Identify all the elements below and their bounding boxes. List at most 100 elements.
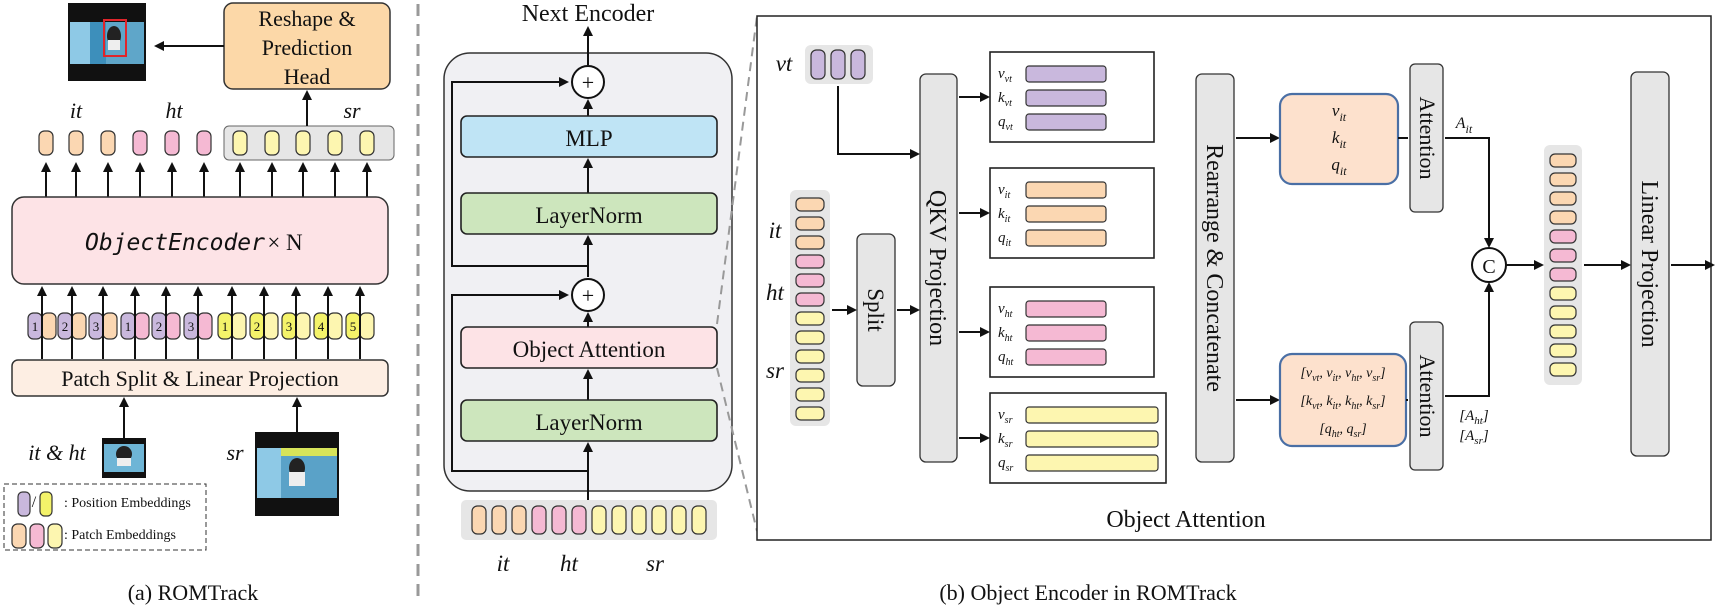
- output-token: [164, 130, 180, 156]
- output-token: [232, 130, 248, 156]
- object-attention-title: Object Attention: [1106, 507, 1265, 533]
- input-label-itht: it & ht: [28, 440, 86, 465]
- output-token: [38, 130, 54, 156]
- vt-token: [830, 49, 846, 80]
- qkv-bar: [1025, 229, 1107, 247]
- attention-bottom-label: Attention: [1415, 354, 1440, 437]
- qkv-projection-label: QKV Projection: [924, 190, 950, 346]
- residual-bottom: [451, 290, 588, 472]
- stacked-token: [795, 216, 825, 231]
- output-image: [68, 3, 146, 81]
- next-encoder-label: Next Encoder: [522, 1, 655, 27]
- qkv-letter-q: qit: [998, 230, 1011, 249]
- qkv-letter-v: vit: [998, 182, 1010, 201]
- qkv-letter-v: vsr: [998, 407, 1013, 426]
- head-label-line2: Prediction: [262, 35, 352, 60]
- patch-embedding: [134, 312, 150, 340]
- legend-yellow: [39, 491, 53, 517]
- plus-top-label: +: [582, 70, 594, 95]
- qkv-bar: [1025, 65, 1107, 83]
- plus-bottom-label: +: [582, 283, 594, 308]
- c-label-sr: sr: [766, 358, 785, 383]
- legend-token-swatches: [11, 491, 63, 549]
- object-encoder-times: × N: [267, 230, 303, 255]
- vt-to-qkv: [837, 86, 920, 159]
- caption-a: (a) ROMTrack: [128, 580, 259, 605]
- zoom-line-bottom: [716, 367, 758, 532]
- position-number: 4: [318, 319, 325, 334]
- split-box: [856, 233, 896, 387]
- position-number: 1: [32, 319, 39, 334]
- qkv-projection-box: [919, 73, 958, 463]
- output-token: [1549, 343, 1577, 358]
- position-number: 2: [254, 319, 261, 334]
- bottom-token: [671, 505, 687, 535]
- stacked-token: [795, 311, 825, 326]
- patch-embedding: [231, 312, 247, 340]
- stacked-token: [795, 387, 825, 402]
- bottom-token: [491, 505, 507, 535]
- output-tokens: [1549, 153, 1577, 377]
- patch-embedding: [102, 312, 118, 340]
- stacked-token: [795, 368, 825, 383]
- vt-label: vt: [776, 51, 793, 76]
- bottom-token: [531, 505, 547, 535]
- stacked-token: [795, 406, 825, 421]
- position-number: 3: [286, 319, 293, 334]
- output-token: [1549, 286, 1577, 301]
- bottom-token: [691, 505, 707, 535]
- head-label-line3: Head: [284, 64, 330, 89]
- panel-b: Next Encoder + MLP LayerNorm + Object At…: [443, 1, 1237, 605]
- output-token: [1549, 229, 1577, 244]
- layernorm-bottom-label: LayerNorm: [535, 410, 642, 435]
- vt-token: [850, 49, 866, 80]
- output-token: [1549, 362, 1577, 377]
- output-token: [1549, 210, 1577, 225]
- c-label-ht: ht: [766, 280, 785, 305]
- output-token: [327, 130, 343, 156]
- bottom-token: [631, 505, 647, 535]
- position-number: 1: [222, 319, 229, 334]
- qkv-letter-k: kvt: [998, 90, 1012, 109]
- attn-bottom-to-concat: [1445, 282, 1494, 397]
- object-encoder-box: [11, 196, 389, 285]
- bottom-token: [611, 505, 627, 535]
- position-number: 2: [156, 319, 163, 334]
- object-attention-block: [460, 326, 718, 369]
- stacked-tokens: [795, 197, 825, 421]
- head-label-line1: Reshape &: [258, 6, 355, 31]
- position-number: 5: [350, 319, 357, 334]
- qkv-bar: [1025, 348, 1107, 366]
- output-token: [132, 130, 148, 156]
- bottom-token: [591, 505, 607, 535]
- qkv-bar: [1025, 406, 1159, 424]
- bottom-label-it: it: [497, 551, 510, 576]
- legend-pink: [29, 523, 45, 549]
- qkv-bar: [1025, 181, 1107, 199]
- legend-light-yellow: [47, 523, 63, 549]
- layernorm-top-box: [460, 192, 718, 235]
- a-it-label: Ait: [1455, 115, 1473, 136]
- position-number: 3: [188, 319, 195, 334]
- qkv-letter-q: qht: [998, 349, 1014, 368]
- token-label-sr: sr: [343, 98, 361, 123]
- attn-top-q: qit: [1331, 155, 1347, 178]
- patch-embedding: [327, 312, 343, 340]
- legend-orange: [11, 523, 27, 549]
- output-token: [1549, 153, 1577, 168]
- bottom-token: [511, 505, 527, 535]
- bottom-tokens: [471, 505, 707, 535]
- object-encoder-label: ObjectEncoder: [85, 230, 265, 256]
- qkv-bar: [1025, 205, 1107, 223]
- qkv-bar: [1025, 324, 1107, 342]
- qkv-letter-k: kit: [998, 206, 1010, 225]
- legend-patch-label: : Patch Embeddings: [64, 528, 176, 543]
- qkv-letter-v: vht: [998, 301, 1013, 320]
- output-token: [359, 130, 375, 156]
- position-number: 2: [62, 319, 69, 334]
- bottom-token: [471, 505, 487, 535]
- attention-top-label: Attention: [1415, 96, 1440, 179]
- qkv-letter-v: vvt: [998, 66, 1012, 85]
- qkv-bar: [1025, 113, 1107, 131]
